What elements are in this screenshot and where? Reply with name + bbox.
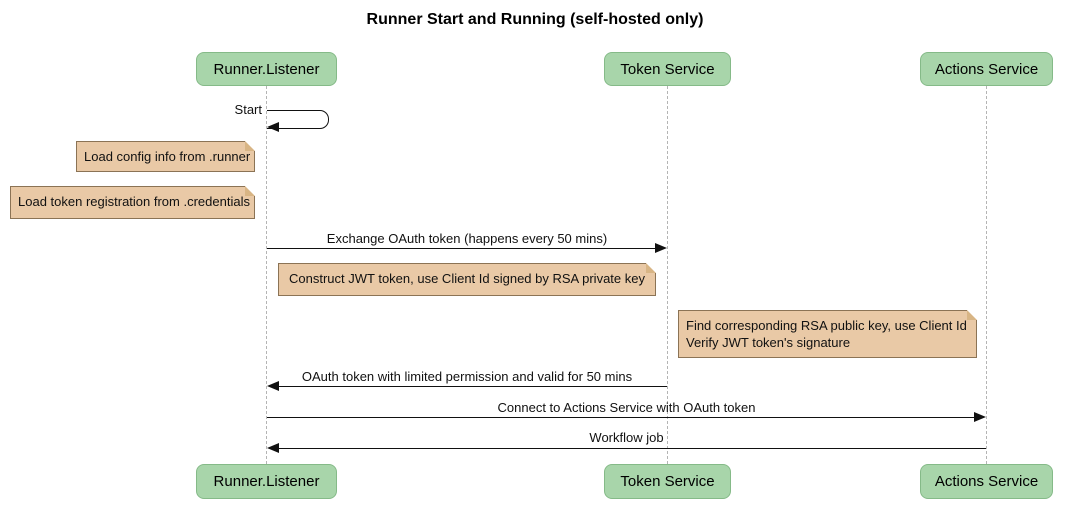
message-line xyxy=(275,386,667,387)
arrowhead-left-icon xyxy=(267,443,279,453)
arrowhead-left-icon xyxy=(267,122,279,132)
message-line xyxy=(267,417,978,418)
message-label-workflow-job: Workflow job xyxy=(589,430,664,445)
note-verify-jwt: Find corresponding RSA public key, use C… xyxy=(678,310,977,358)
participant-actions-service-bottom: Actions Service xyxy=(920,464,1053,499)
participant-actions-service-top: Actions Service xyxy=(920,52,1053,86)
self-message-loop xyxy=(267,110,329,129)
lifeline-runner-listener xyxy=(266,86,267,464)
message-label-connect-actions: Connect to Actions Service with OAuth to… xyxy=(497,400,756,415)
participant-token-service-top: Token Service xyxy=(604,52,731,86)
note-construct-jwt: Construct JWT token, use Client Id signe… xyxy=(278,263,656,296)
participant-runner-listener-bottom: Runner.Listener xyxy=(196,464,337,499)
message-label-start: Start xyxy=(234,102,262,117)
message-line xyxy=(275,448,986,449)
arrowhead-right-icon xyxy=(655,243,667,253)
message-label-exchange-oauth: Exchange OAuth token (happens every 50 m… xyxy=(326,231,608,246)
lifeline-actions-service xyxy=(986,86,987,464)
message-label-oauth-token-returned: OAuth token with limited permission and … xyxy=(301,369,633,384)
participant-token-service-bottom: Token Service xyxy=(604,464,731,499)
arrowhead-left-icon xyxy=(267,381,279,391)
note-load-token-registration: Load token registration from .credential… xyxy=(10,186,255,219)
lifeline-token-service xyxy=(667,86,668,464)
message-line xyxy=(267,248,659,249)
participant-runner-listener-top: Runner.Listener xyxy=(196,52,337,86)
note-load-config: Load config info from .runner xyxy=(76,141,255,172)
arrowhead-right-icon xyxy=(974,412,986,422)
diagram-title: Runner Start and Running (self-hosted on… xyxy=(366,11,704,28)
